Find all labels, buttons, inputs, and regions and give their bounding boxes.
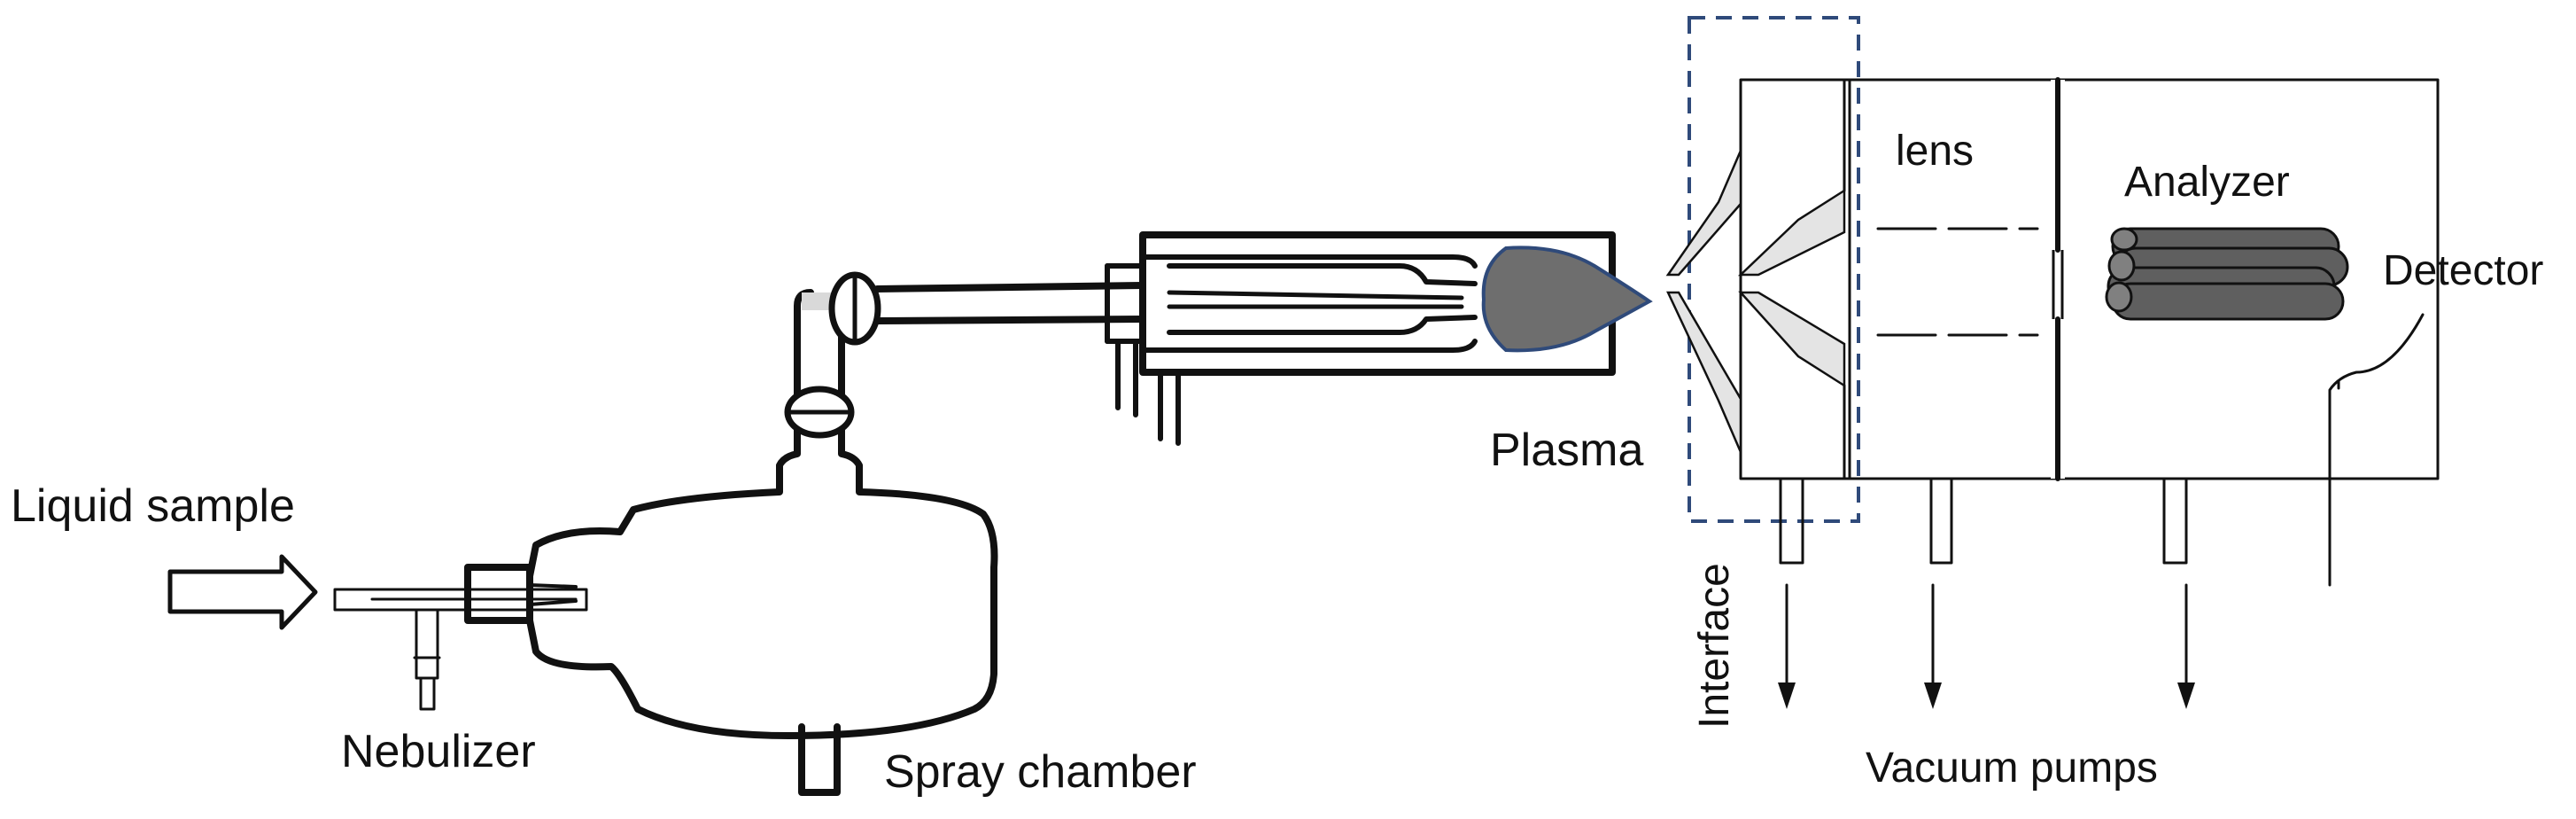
spray-chamber [464,417,998,796]
ion-lens [1876,227,2039,337]
analyzer-rods [2105,227,2349,321]
nebulizer [333,588,588,711]
interface-cones [1665,150,1846,453]
aperture [2051,77,2065,481]
transfer-tube [784,271,1146,439]
plasma-label: Plasma [1490,425,1644,476]
liquid-sample-arrow [167,554,318,630]
analyzer-label: Analyzer [2124,159,2290,206]
liquid-sample-label: Liquid sample [11,480,295,532]
nebulizer-label: Nebulizer [341,726,536,777]
torch [1105,231,1616,446]
spray-chamber-label: Spray chamber [884,746,1197,798]
interface-box [1688,16,1860,523]
lens-label: lens [1896,128,1975,175]
vacuum-arrows [1778,583,2195,709]
plasma [1481,246,1653,353]
vacuum-pumps-label: Vacuum pumps [1866,745,2158,792]
detector-label: Detector [2383,247,2544,294]
detector [2328,313,2425,587]
interface-label: Interface [1691,563,1738,729]
vacuum-ports [1779,477,2188,565]
